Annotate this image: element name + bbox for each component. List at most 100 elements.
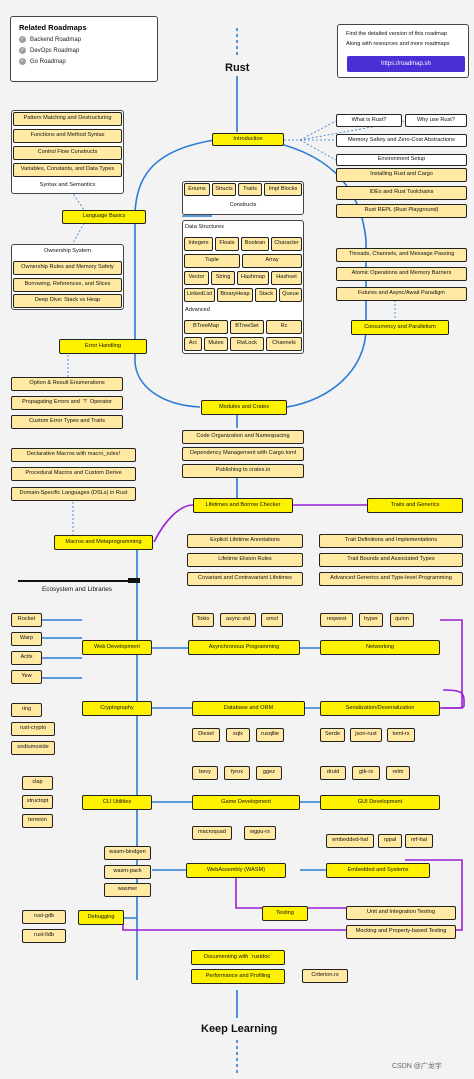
node-reqwest[interactable]: reqwest [320, 613, 353, 627]
node-rocket[interactable]: Rocket [11, 613, 42, 627]
node-embedded-systems[interactable]: Embedded and Systems [326, 863, 430, 878]
node-rwlock[interactable]: RwLock [230, 337, 264, 351]
node-dependency-management[interactable]: Dependency Management with Cargo.toml [182, 447, 304, 461]
node-wasm-pack[interactable]: wasm-pack [104, 865, 151, 879]
node-ring[interactable]: ring [11, 703, 42, 717]
node-termion[interactable]: termion [22, 814, 53, 828]
node-web-development[interactable]: Web Development [82, 640, 152, 655]
node-testing[interactable]: Testing [262, 906, 308, 921]
node-sodiumoxide[interactable]: sodiumoxide [11, 741, 55, 755]
node-traits[interactable]: Traits [238, 183, 262, 196]
node-ownership-rules[interactable]: Ownership Rules and Memory Safety [13, 261, 122, 275]
node-threads[interactable]: Threads, Channels, and Message Passing [336, 248, 467, 262]
node-rustdoc[interactable]: Documenting with `rustdoc` [191, 950, 285, 965]
node-channels[interactable]: Channels [266, 337, 302, 351]
node-enum[interactable]: Enums [184, 183, 210, 196]
node-wasmer[interactable]: wasmer [104, 883, 151, 897]
node-btreemap[interactable]: BTreeMap [184, 320, 228, 334]
node-webassembly[interactable]: WebAssembly (WASM) [186, 863, 286, 878]
node-installing-rust[interactable]: Installing Rust and Cargo [336, 168, 467, 182]
node-smol[interactable]: smol [261, 613, 283, 627]
node-macros[interactable]: Macros and Metaprogramming [54, 535, 153, 550]
node-propagating-errors[interactable]: Propagating Errors and `?` Operator [11, 396, 123, 410]
node-elision-rules[interactable]: Lifetime Elision Rules [187, 553, 303, 567]
node-futures[interactable]: Futures and Async/Await Paradigm [336, 287, 467, 301]
node-lifetimes[interactable]: Lifetimes and Borrow Checker [193, 498, 293, 513]
node-advanced-generics[interactable]: Advanced Generics and Type-level Program… [319, 572, 463, 586]
node-trait-definitions[interactable]: Trait Definitions and Implementations [319, 534, 463, 548]
related-item-backend[interactable]: ✓Backend Roadmap [19, 36, 82, 44]
node-wasm-bindgen[interactable]: wasm-bindgen [104, 846, 151, 860]
node-json-rust[interactable]: json-rust [350, 728, 382, 742]
node-clap[interactable]: clap [22, 776, 53, 790]
node-structopt[interactable]: structopt [22, 795, 53, 809]
node-atomic[interactable]: Atomic Operations and Memory Barriers [336, 267, 467, 281]
node-macroquad[interactable]: macroquad [192, 826, 232, 840]
node-mocking[interactable]: Mocking and Property-based Testing [346, 925, 456, 939]
node-diesel[interactable]: Diesel [192, 728, 220, 742]
node-character[interactable]: Character [271, 237, 302, 251]
node-mutex[interactable]: Mutex [204, 337, 228, 351]
node-publishing[interactable]: Publishing to crates.io [182, 464, 304, 478]
node-relm[interactable]: relm [386, 766, 410, 780]
node-btreeset[interactable]: BTreeSet [230, 320, 264, 334]
node-debugging[interactable]: Debugging [78, 910, 124, 925]
related-item-go[interactable]: ✓Go Roadmap [19, 58, 66, 66]
node-variables[interactable]: Variables, Constants, and Data Types [13, 163, 122, 177]
node-modules-crates[interactable]: Modules and Crates [201, 400, 287, 415]
node-queue[interactable]: Queue [279, 288, 302, 302]
node-warp[interactable]: Warp [11, 632, 42, 646]
node-string[interactable]: String [211, 271, 235, 285]
node-serialization[interactable]: Serialization/Deserialization [320, 701, 440, 716]
node-boolean[interactable]: Boolean [241, 237, 269, 251]
node-code-organization[interactable]: Code Organization and Namespacing [182, 430, 304, 444]
node-vector[interactable]: Vector [184, 271, 209, 285]
node-unit-testing[interactable]: Unit and Integration Testing [346, 906, 456, 920]
node-dsl[interactable]: Domain-Specific Languages (DSLs) in Rust [11, 487, 136, 501]
node-structs[interactable]: Structs [212, 183, 236, 196]
node-sqlx[interactable]: sqlx [226, 728, 250, 742]
node-integers[interactable]: Integers [184, 237, 213, 251]
node-bevy[interactable]: bevy [192, 766, 218, 780]
node-procedural-macros[interactable]: Procedural Macros and Custom Derive [11, 467, 136, 481]
node-toml-rs[interactable]: toml-rs [387, 728, 415, 742]
node-array[interactable]: Array [242, 254, 302, 268]
node-stack[interactable]: Stack [255, 288, 277, 302]
node-control-flow[interactable]: Control Flow Constructs [13, 146, 122, 160]
node-quinn[interactable]: quinn [390, 613, 414, 627]
node-tuple[interactable]: Tuple [184, 254, 240, 268]
node-ggez[interactable]: ggez [256, 766, 282, 780]
node-floats[interactable]: Floats [215, 237, 239, 251]
node-game-development[interactable]: Game Development [192, 795, 300, 810]
node-borrowing[interactable]: Borrowing, References, and Slices [13, 278, 122, 292]
node-rusqlite[interactable]: rusqlite [256, 728, 284, 742]
node-gui-development[interactable]: GUI Development [320, 795, 440, 810]
node-async-std[interactable]: async-std [220, 613, 256, 627]
node-covariant[interactable]: Covariant and Contravariant Lifetimes [187, 572, 303, 586]
node-memory-safety[interactable]: Memory Safety and Zero-Cost Abstractions [336, 134, 467, 147]
node-async-programming[interactable]: Asynchronous Programming [188, 640, 300, 655]
node-traits-generics[interactable]: Traits and Generics [367, 498, 463, 513]
node-fyrox[interactable]: fyrox [224, 766, 250, 780]
node-concurrency[interactable]: Concurrency and Parallelism [351, 320, 449, 335]
related-item-devops[interactable]: ✓DevOps Roadmap [19, 47, 80, 55]
node-criterion[interactable]: Criterion.rs [302, 969, 348, 983]
node-what-is-rust[interactable]: What is Rust? [336, 114, 402, 127]
node-language-basics[interactable]: Language Basics [62, 210, 146, 224]
node-database-orm[interactable]: Database and ORM [192, 701, 305, 716]
node-druid[interactable]: druid [320, 766, 346, 780]
node-option-result[interactable]: Option & Result Enumerations [11, 377, 123, 391]
node-linkedlist[interactable]: LinkedList [184, 288, 215, 302]
node-functions[interactable]: Functions and Method Syntax [13, 129, 122, 143]
node-stack-heap[interactable]: Deep Dive: Stack vs Heap [13, 294, 122, 308]
node-pattern-matching[interactable]: Pattern Matching and Destructuring [13, 112, 122, 126]
node-tokio[interactable]: Tokio [192, 613, 214, 627]
node-rust-gdb[interactable]: rust-gdb [22, 910, 66, 924]
node-cryptography[interactable]: Cryptography [82, 701, 152, 716]
node-rust-crypto[interactable]: rust-crypto [11, 722, 55, 736]
node-custom-errors[interactable]: Custom Error Types and Traits [11, 415, 123, 429]
roadmap-link-button[interactable]: https://roadmap.sh [347, 56, 465, 72]
node-error-handling[interactable]: Error Handling [59, 339, 147, 354]
node-introduction[interactable]: Introduction [212, 133, 284, 146]
node-performance[interactable]: Performance and Profiling [191, 969, 285, 984]
